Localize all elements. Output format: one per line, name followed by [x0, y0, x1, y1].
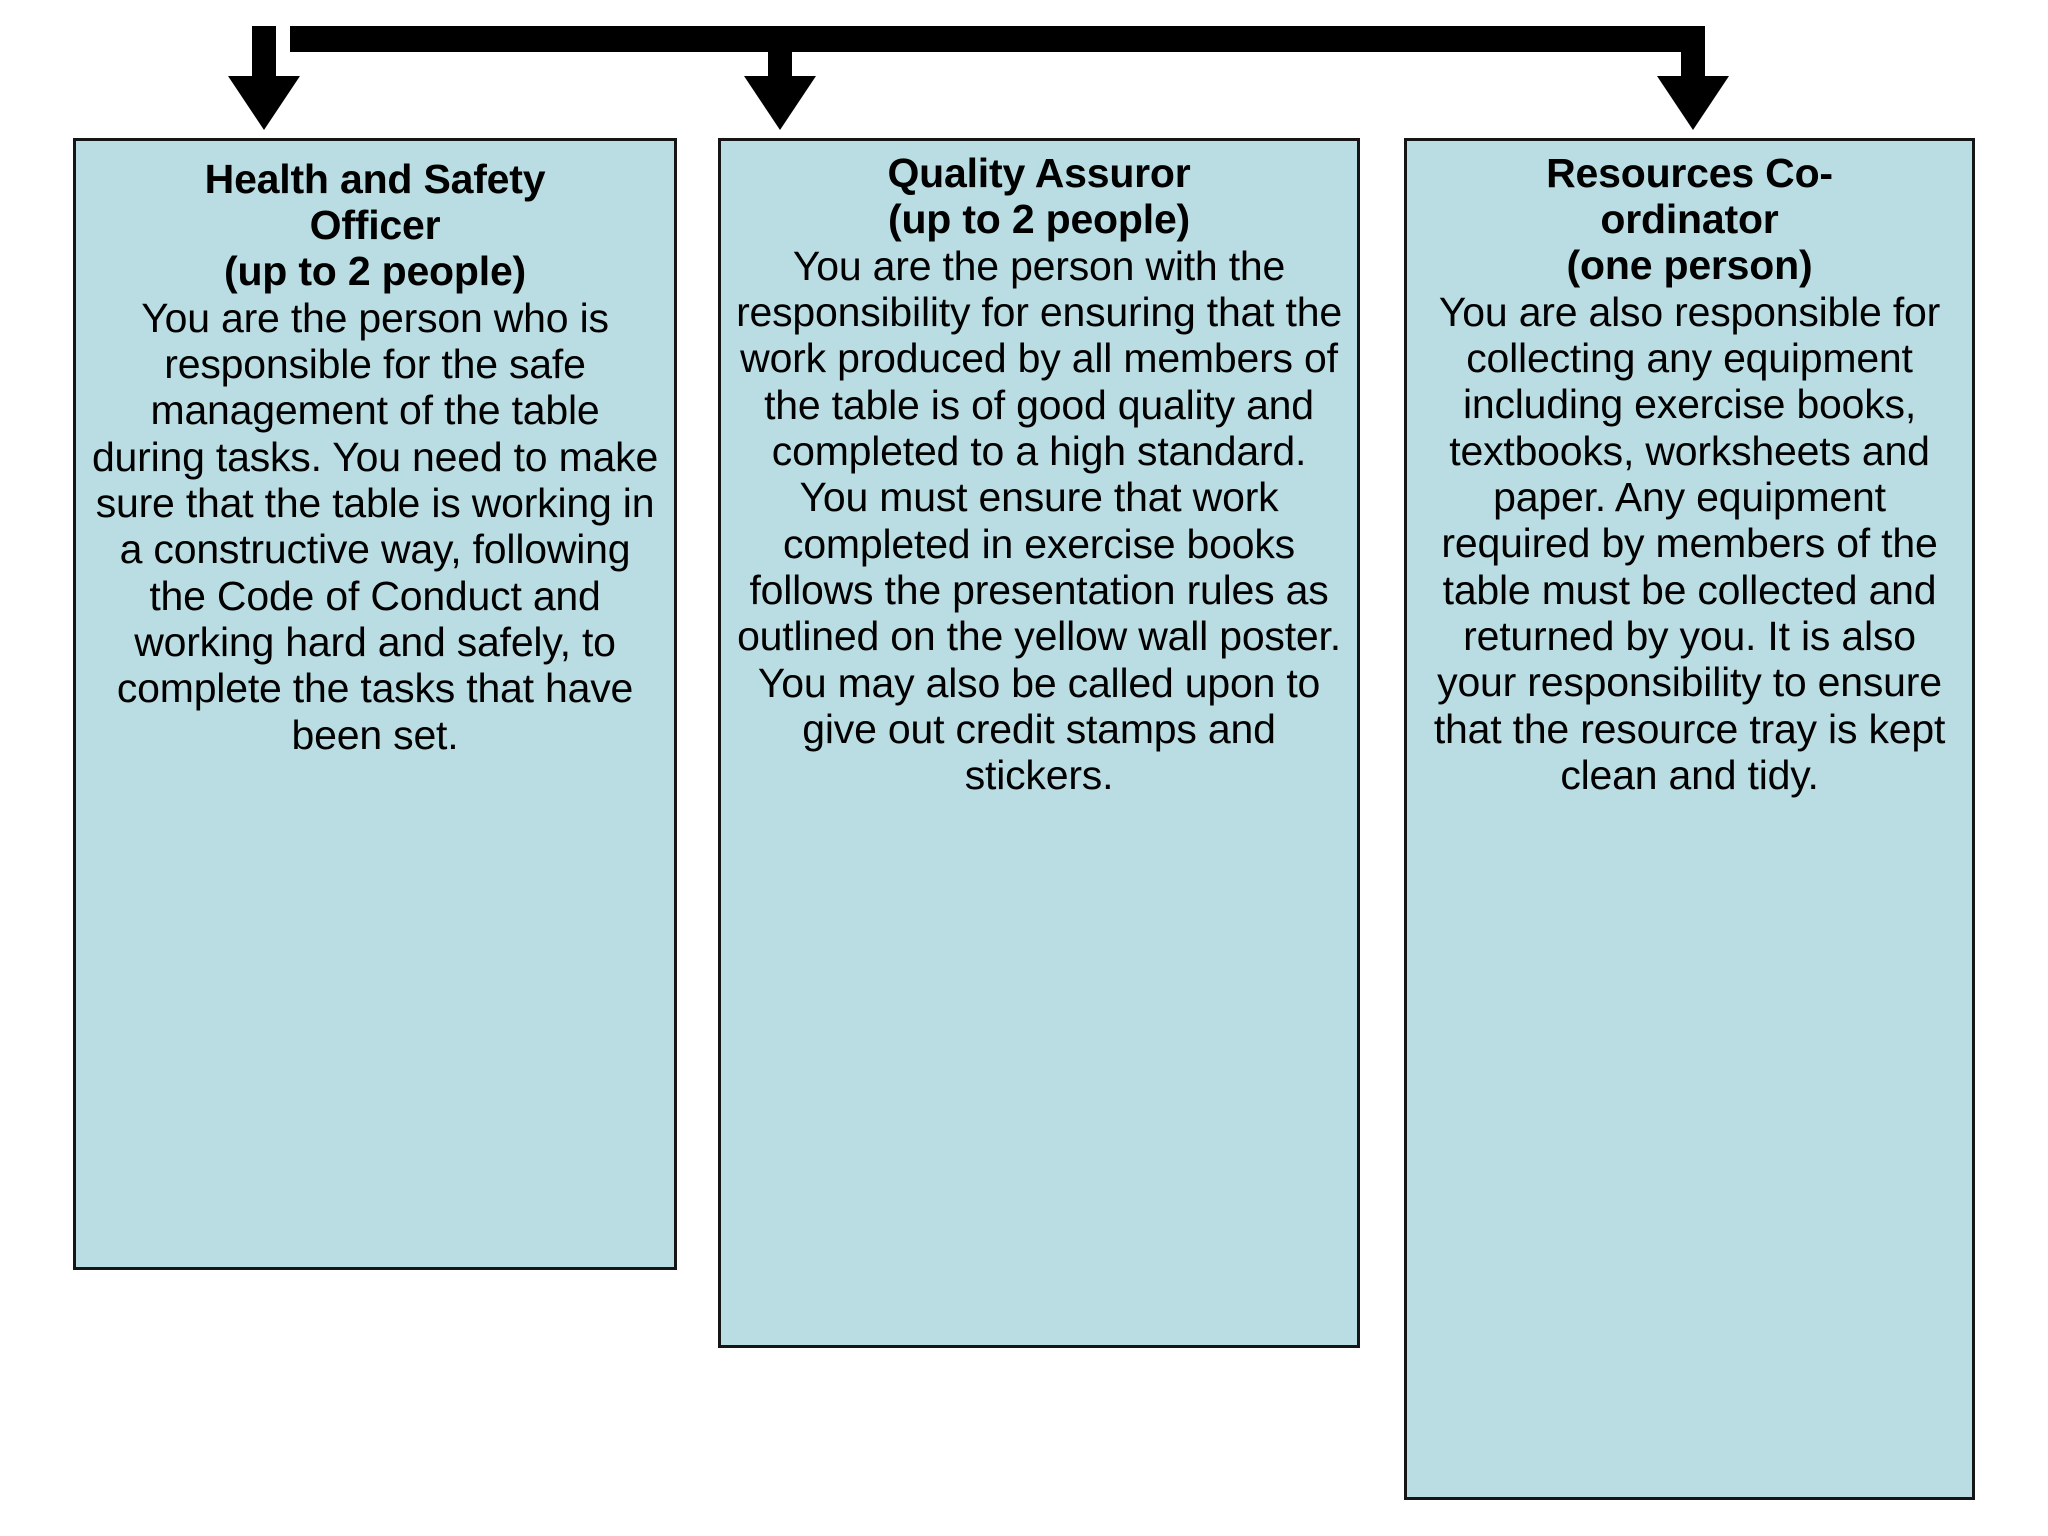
role-description: You are the person who is responsible fo…	[91, 294, 659, 758]
role-box-resources-co-ordinator: Resources Co- ordinator (one person) You…	[1404, 138, 1975, 1500]
arrow-to-resources-co-ordinator	[1657, 26, 1729, 130]
connector-trunk	[290, 26, 1705, 52]
role-description: You are also responsible for collecting …	[1433, 288, 1946, 798]
role-description: You are the person with the responsibili…	[736, 242, 1342, 799]
role-headcount: (up to 2 people)	[888, 195, 1190, 242]
role-headcount: (up to 2 people)	[224, 247, 526, 294]
role-title: Quality Assuror	[887, 150, 1191, 196]
three-way-branch-connector	[228, 26, 1729, 130]
role-headcount: (one person)	[1566, 241, 1813, 288]
role-box-health-and-safety-officer: Health and Safety Officer (up to 2 peopl…	[73, 138, 677, 1270]
arrow-to-health-and-safety-officer	[228, 26, 300, 130]
role-box-quality-assuror: Quality Assuror (up to 2 people) You are…	[718, 138, 1360, 1348]
role-title: Health and Safety Officer	[204, 156, 546, 248]
role-title: Resources Co- ordinator	[1546, 150, 1833, 242]
arrow-to-quality-assuror	[744, 40, 816, 130]
